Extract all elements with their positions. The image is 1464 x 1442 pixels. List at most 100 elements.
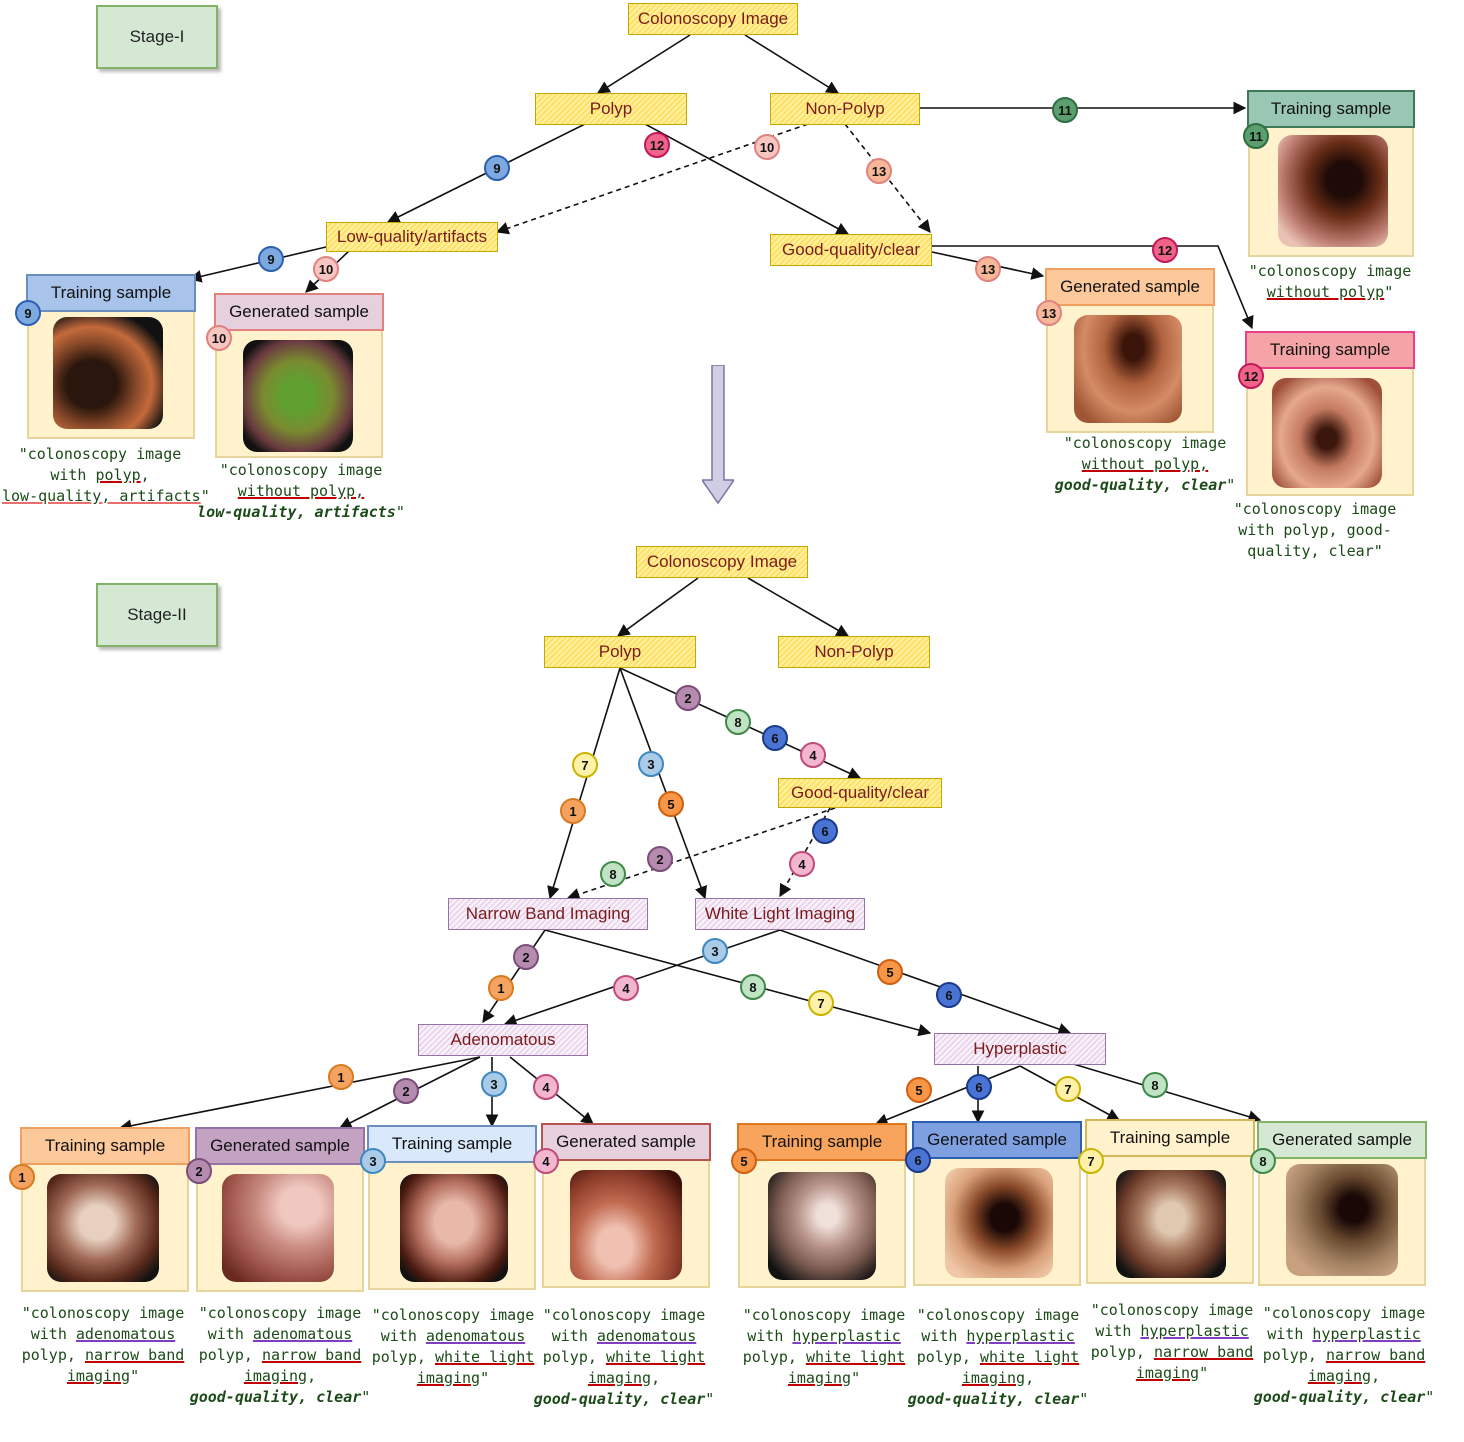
colonoscopy-photo <box>570 1170 682 1280</box>
badge-9: 9 <box>15 300 41 326</box>
s1-caption-13: "colonoscopy image without polyp, good-q… <box>1054 434 1236 494</box>
stage-2-label: Stage-II <box>96 583 218 647</box>
s1-caption-11: "colonoscopy image without polyp" <box>1248 262 1412 301</box>
colonoscopy-photo <box>1278 135 1388 247</box>
edge-s2-adeno-t1 <box>118 1056 481 1133</box>
colonoscopy-photo <box>1286 1164 1398 1276</box>
s2-edge-badge-6c: 6 <box>936 982 962 1008</box>
colonoscopy-photo <box>1116 1170 1226 1278</box>
s2-adenomatous-node: Adenomatous <box>418 1024 588 1056</box>
stage-transition-arrow <box>702 365 734 505</box>
edge-badge-13b: 13 <box>975 256 1001 282</box>
s2-edge-badge-5c: 5 <box>906 1077 932 1103</box>
card-header: Generated sample <box>1045 268 1215 306</box>
s2-card-4: Generated sample <box>541 1123 711 1288</box>
s2-edge-badge-6d: 6 <box>966 1074 992 1100</box>
edge-badge-10b: 10 <box>313 256 339 282</box>
s2-edge-badge-8b: 8 <box>600 861 626 887</box>
edge-s2-goodq-wli-dashed <box>779 807 831 898</box>
edge-goodq-training12 <box>932 245 1254 330</box>
s2-card-7: Training sample <box>1085 1119 1255 1284</box>
s2-edge-badge-8a: 8 <box>725 709 751 735</box>
s2-edge-badge-3: 3 <box>638 751 664 777</box>
card-header: Training sample <box>1247 90 1415 128</box>
edge-root-nonpolyp <box>744 34 840 94</box>
s1-goodquality-node: Good-quality/clear <box>770 234 932 266</box>
s2-edge-badge-8d: 8 <box>1142 1072 1168 1098</box>
stage-1-label: Stage-I <box>96 5 218 69</box>
edge-s2-hyper-t5 <box>874 1065 1021 1126</box>
colonoscopy-photo <box>400 1174 508 1282</box>
s2-caption-3: "colonoscopy image with adenomatous poly… <box>371 1306 535 1387</box>
s2-edge-badge-4a: 4 <box>800 742 826 768</box>
s1-card-11: Training sample <box>1247 90 1415 257</box>
badge-12: 12 <box>1238 363 1264 389</box>
colonoscopy-photo <box>53 317 163 429</box>
s1-card-10: Generated sample <box>214 293 384 458</box>
s2-colonoscopy-image-node: Colonoscopy Image <box>636 546 808 578</box>
colonoscopy-photo <box>243 340 353 452</box>
card-header: Training sample <box>26 274 196 312</box>
card-header: Training sample <box>1245 331 1415 369</box>
edge-badge-13a: 13 <box>866 158 892 184</box>
s2-card-3: Training sample <box>367 1125 537 1290</box>
s2-edge-badge-4c: 4 <box>613 975 639 1001</box>
s1-card-13: Generated sample <box>1045 268 1215 433</box>
s2-edge-badge-7: 7 <box>572 752 598 778</box>
edge-nonpolyp-goodq-dashed <box>844 123 931 234</box>
card-header: Generated sample <box>912 1121 1082 1159</box>
edge-polyp-goodq <box>644 123 850 235</box>
badge-2: 2 <box>186 1158 212 1184</box>
edge-badge-11: 11 <box>1052 97 1078 123</box>
edge-s2-polyp-nbi <box>547 667 621 900</box>
s2-edge-badge-5: 5 <box>658 791 684 817</box>
s2-edge-badge-1: 1 <box>560 798 586 824</box>
badge-7: 7 <box>1078 1148 1104 1174</box>
s2-edge-badge-8c: 8 <box>740 974 766 1000</box>
s2-caption-8: "colonoscopy image with hyperplastic pol… <box>1253 1304 1435 1406</box>
edge-badge-9a: 9 <box>484 155 510 181</box>
s2-caption-1: "colonoscopy image with adenomatous poly… <box>21 1304 185 1385</box>
s2-edge-badge-4b: 4 <box>789 851 815 877</box>
s2-edge-badge-4d: 4 <box>533 1074 559 1100</box>
edge-s2-wli-hyper <box>779 929 1072 1036</box>
edge-badge-12a: 12 <box>644 132 670 158</box>
s2-edge-badge-2a: 2 <box>675 685 701 711</box>
edge-s2-root-nonpolyp <box>747 577 850 637</box>
colonoscopy-photo <box>1272 378 1382 488</box>
colonoscopy-photo <box>47 1174 159 1282</box>
s2-caption-5: "colonoscopy image with hyperplastic pol… <box>742 1306 906 1387</box>
s2-caption-2: "colonoscopy image with adenomatous poly… <box>189 1304 371 1406</box>
card-header: Training sample <box>367 1125 537 1163</box>
edge-s2-wli-adeno <box>503 929 781 1027</box>
colonoscopy-photo <box>222 1174 334 1282</box>
s1-caption-10: "colonoscopy image without polyp, low-qu… <box>197 461 405 521</box>
badge-11: 11 <box>1243 123 1269 149</box>
card-header: Training sample <box>20 1127 190 1165</box>
s2-edge-badge-7c: 7 <box>1055 1076 1081 1102</box>
edge-badge-10a: 10 <box>754 134 780 160</box>
s2-goodquality-node: Good-quality/clear <box>778 778 942 808</box>
colonoscopy-photo <box>945 1168 1053 1278</box>
s2-card-1: Training sample <box>20 1127 190 1292</box>
s2-hyperplastic-node: Hyperplastic <box>934 1033 1106 1065</box>
s2-card-6: Generated sample <box>912 1121 1082 1286</box>
badge-8: 8 <box>1250 1148 1276 1174</box>
badge-5: 5 <box>731 1148 757 1174</box>
s1-card-9: Training sample <box>26 274 196 439</box>
s1-nonpolyp-node: Non-Polyp <box>770 93 920 125</box>
card-header: Generated sample <box>214 293 384 331</box>
s2-caption-6: "colonoscopy image with hyperplastic pol… <box>907 1306 1089 1408</box>
badge-10: 10 <box>206 325 232 351</box>
s2-edge-badge-1c: 1 <box>328 1064 354 1090</box>
s2-edge-badge-2d: 2 <box>393 1078 419 1104</box>
s2-edge-badge-5b: 5 <box>877 959 903 985</box>
card-header: Training sample <box>1085 1119 1255 1157</box>
card-header: Generated sample <box>1257 1121 1427 1159</box>
s1-caption-9: "colonoscopy image with polyp, low-quali… <box>2 445 210 505</box>
s2-edge-badge-2b: 2 <box>647 846 673 872</box>
badge-1: 1 <box>9 1164 35 1190</box>
s1-caption-12: "colonoscopy image with polyp, good- qua… <box>1233 500 1397 560</box>
s2-card-8: Generated sample <box>1257 1121 1427 1286</box>
s1-polyp-node: Polyp <box>535 93 687 125</box>
